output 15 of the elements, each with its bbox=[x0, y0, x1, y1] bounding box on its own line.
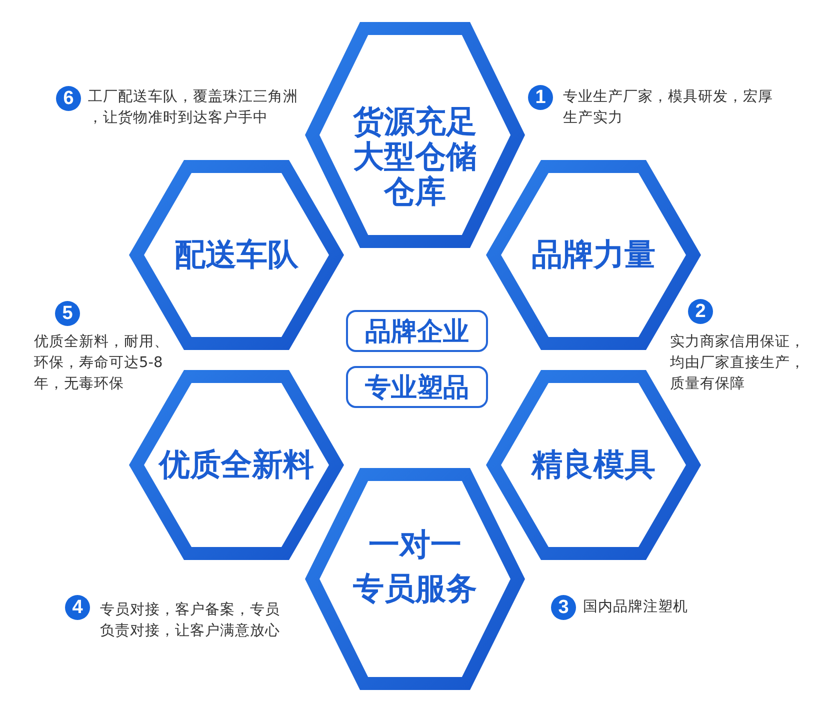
hexagon: 优质全新料 bbox=[129, 370, 344, 560]
callout-text: 专员对接，客户备案，专员负责对接，让客户满意放心 bbox=[100, 600, 280, 641]
callout-number: 5 bbox=[55, 301, 80, 326]
callout-number: 3 bbox=[551, 595, 576, 620]
callout-number: 2 bbox=[688, 299, 713, 324]
callout-text: 工厂配送车队，覆盖珠江三角洲，让货物准时到达客户手中 bbox=[88, 88, 298, 128]
hexagon: 货源充足大型仓储仓库 bbox=[305, 22, 525, 248]
callout-number: 4 bbox=[65, 595, 90, 620]
callout-text: 国内品牌注塑机 bbox=[583, 598, 688, 617]
rounded-box: 专业塑品 bbox=[346, 366, 488, 408]
callout-text: 专业生产厂家，模具研发，宏厚生产实力 bbox=[563, 88, 773, 128]
callout-number: 6 bbox=[56, 86, 81, 111]
callout-text: 实力商家信用保证，均由厂家直接生产，质量有保障 bbox=[670, 332, 805, 394]
callout-number: 1 bbox=[528, 85, 553, 110]
rounded-box: 品牌企业 bbox=[346, 310, 488, 352]
